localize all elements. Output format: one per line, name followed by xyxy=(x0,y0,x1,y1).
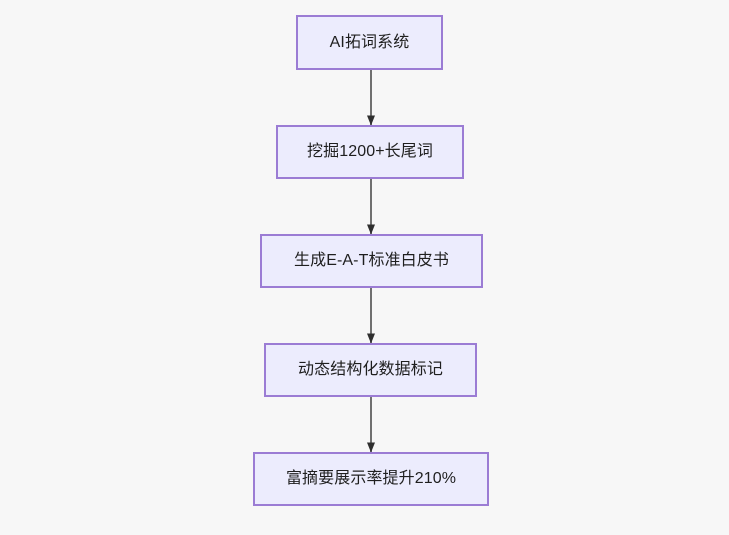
flow-node-5-label: 富摘要展示率提升210% xyxy=(285,470,457,488)
flow-node-3-label: 生成E-A-T标准白皮书 xyxy=(294,252,449,270)
flow-node-4-label: 动态结构化数据标记 xyxy=(298,361,443,379)
flow-node-3[interactable]: 生成E-A-T标准白皮书 xyxy=(260,234,483,288)
flow-node-2[interactable]: 挖掘1200+长尾词 xyxy=(276,125,464,179)
flow-node-2-label: 挖掘1200+长尾词 xyxy=(307,143,433,161)
flow-node-4[interactable]: 动态结构化数据标记 xyxy=(264,343,477,397)
flow-node-1[interactable]: AI拓词系统 xyxy=(296,15,443,70)
flow-node-1-label: AI拓词系统 xyxy=(329,33,410,51)
flow-node-5[interactable]: 富摘要展示率提升210% xyxy=(253,452,489,506)
